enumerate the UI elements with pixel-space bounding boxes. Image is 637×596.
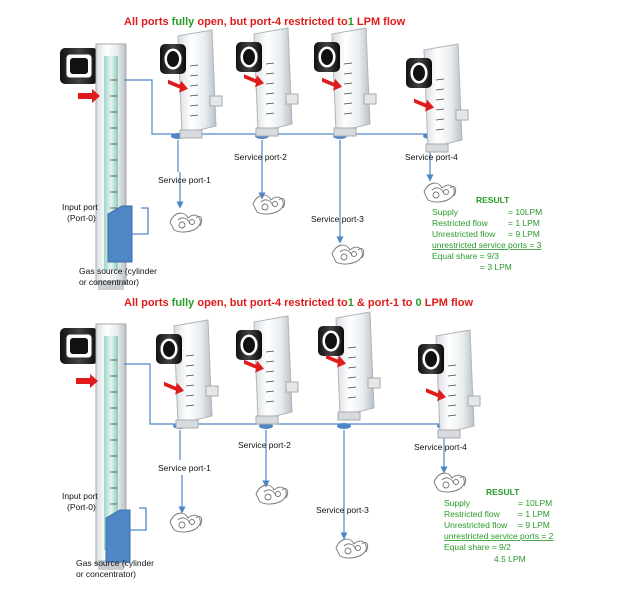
service-port-3-label: Service port-3: [316, 505, 369, 515]
service-port-4-label: Service port-4: [414, 442, 467, 452]
pointer-arrow: [322, 77, 342, 91]
input-port-sub: (Port-0): [67, 213, 96, 223]
service-regulator-4: [418, 329, 481, 439]
svg-text:unrestricted service ports = 3: unrestricted service ports = 3: [432, 240, 542, 250]
pointer-arrow: [164, 381, 184, 395]
svg-text:Unrestricted flow: Unrestricted flow: [444, 520, 508, 530]
svg-text:= 1 LPM: = 1 LPM: [518, 509, 550, 519]
service-regulator-3: [314, 27, 377, 137]
mask-icon: [252, 194, 286, 215]
input-port-label: Input port: [62, 491, 99, 501]
svg-text:= 1 LPM: = 1 LPM: [508, 218, 540, 228]
service-regulator-1: [156, 319, 219, 429]
panel-title: All ports fully open, but port-4 restric…: [124, 297, 473, 309]
result-box: RESULT Supply = 10LPM Restricted flow = 1 …: [444, 487, 554, 564]
service-regulator-3: [318, 311, 381, 421]
service-regulator-1: [160, 29, 223, 139]
gas-source-sub: or concentrator): [76, 569, 136, 579]
pointer-arrow: [326, 354, 346, 368]
input-port-label: Input port: [62, 202, 99, 212]
pointer-arrow: [78, 89, 100, 103]
service-port-2-label: Service port-2: [238, 440, 291, 450]
svg-text:4.5 LPM: 4.5 LPM: [494, 554, 526, 564]
gas-source-sub: or concentrator): [79, 277, 139, 287]
pointer-arrow: [244, 74, 264, 88]
svg-text:unrestricted service ports = 2: unrestricted service ports = 2: [444, 531, 554, 541]
mask-icon: [169, 212, 203, 233]
gas-source: [107, 205, 133, 263]
svg-text:RESULT: RESULT: [476, 195, 510, 205]
service-regulator-2: [236, 27, 299, 137]
service-port-1-label: Service port-1: [158, 463, 211, 473]
svg-text:= 10LPM: = 10LPM: [518, 498, 552, 508]
svg-text:Supply: Supply: [432, 207, 459, 217]
service-port-3-label: Service port-3: [311, 214, 364, 224]
svg-text:Unrestricted flow: Unrestricted flow: [432, 229, 496, 239]
gas-source: [105, 509, 131, 563]
svg-text:= 9 LPM: = 9 LPM: [518, 520, 550, 530]
mask-icon: [335, 538, 369, 559]
mask-icon: [255, 484, 289, 505]
pointer-arrow: [414, 98, 434, 112]
input-port-sub: (Port-0): [67, 502, 96, 512]
mask-icon: [331, 244, 365, 265]
svg-text:= 9 LPM: = 9 LPM: [508, 229, 540, 239]
service-port-1-label: Service port-1: [158, 175, 211, 185]
gas-source-label: Gas source (cylinder: [76, 558, 154, 568]
svg-text:Equal share = 9/2: Equal share = 9/2: [444, 542, 511, 552]
service-port-4-label: Service port-4: [405, 152, 458, 162]
panel-1: All ports fully open, but port-4 restric…: [60, 16, 542, 290]
mask-icon: [433, 472, 467, 493]
svg-text:Equal share = 9/3: Equal share = 9/3: [432, 251, 499, 261]
mask-icon: [169, 512, 203, 533]
service-port-2-label: Service port-2: [234, 152, 287, 162]
gas-source-label: Gas source (cylinder: [79, 266, 157, 276]
pointer-arrow: [168, 79, 188, 93]
svg-text:= 3 LPM: = 3 LPM: [480, 262, 512, 272]
service-regulator-4: [406, 43, 469, 153]
pointer-arrow: [76, 374, 98, 388]
svg-text:Restricted flow: Restricted flow: [432, 218, 489, 228]
mask-icon: [423, 182, 457, 203]
service-regulator-2: [236, 315, 299, 425]
svg-text:= 10LPM: = 10LPM: [508, 207, 542, 217]
svg-text:Supply: Supply: [444, 498, 471, 508]
header-pipe: [124, 79, 434, 244]
header-pipe: [124, 363, 448, 540]
panel-2: All ports fully open, but port-4 restric…: [60, 297, 554, 579]
panel-title: All ports fully open, but port-4 restric…: [124, 16, 406, 28]
svg-text:Restricted flow: Restricted flow: [444, 509, 501, 519]
result-box: RESULT Supply = 10LPM Restricted flow = 1 …: [432, 195, 542, 272]
svg-text:RESULT: RESULT: [486, 487, 520, 497]
pointer-arrow: [244, 359, 264, 373]
pointer-arrow: [426, 388, 446, 402]
